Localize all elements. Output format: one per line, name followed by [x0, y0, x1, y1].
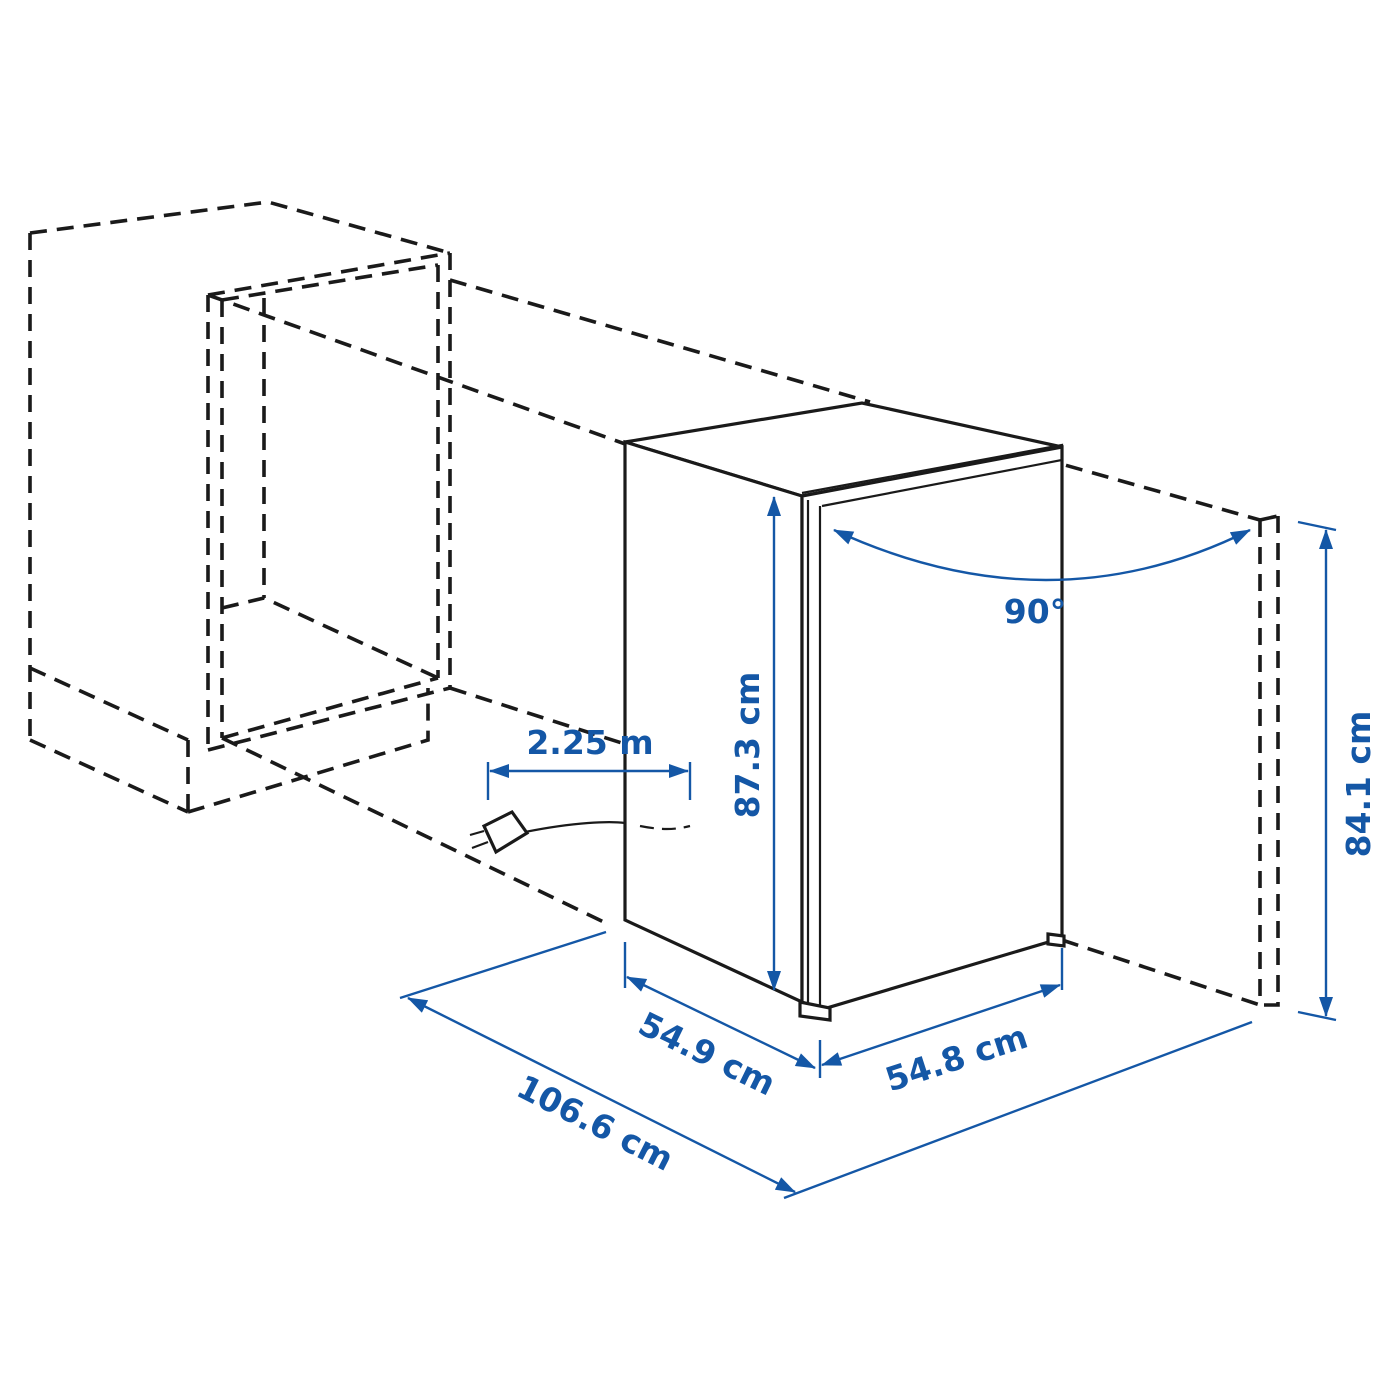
cord-length-label: 2.25 m [526, 723, 653, 762]
adjacent-cabinet-outline [28, 200, 452, 814]
refrigerator-side [623, 439, 804, 1005]
niche-height-label: 84.1 cm [1339, 711, 1378, 858]
fridge-depth-label: 54.9 cm [632, 1004, 781, 1103]
power-cord [469, 809, 691, 855]
fridge-width-label: 54.8 cm [881, 1017, 1033, 1099]
dimension-lines [399, 496, 1337, 1200]
refrigerator [623, 401, 1066, 1022]
door-angle-label: 90° [1004, 592, 1066, 631]
plug-icon [469, 809, 530, 855]
refrigerator-door [800, 445, 1064, 1012]
fridge-height-label: 87.3 cm [728, 672, 767, 819]
